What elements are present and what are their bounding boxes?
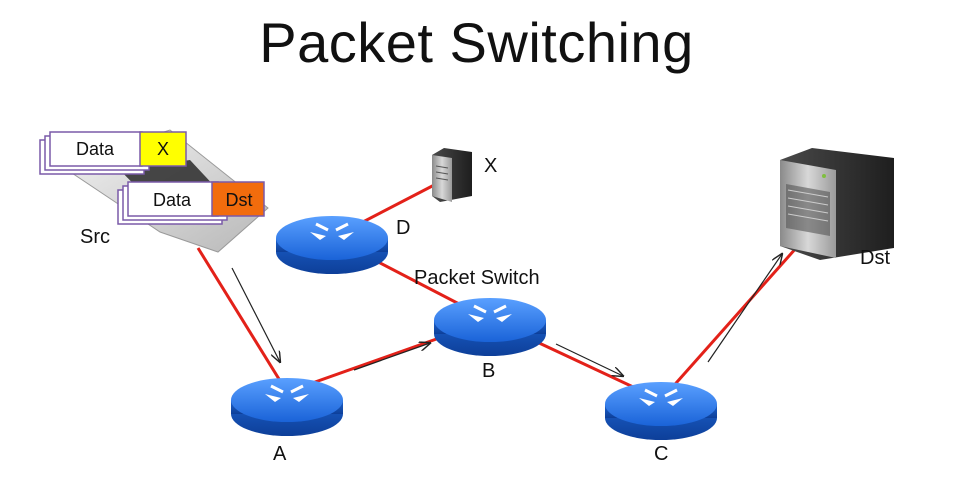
router-b-label: B [482,360,495,382]
arrow-b-to-c [555,343,623,376]
router-c-icon [605,382,717,440]
packet-dest-label: X [157,139,169,159]
arrow-src-to-a [231,267,280,362]
dst-label: Dst [860,247,890,269]
link-src-a [196,247,289,393]
arrow-a-to-b [353,343,430,371]
packet-dest-label: Dst [226,190,253,210]
arrow-c-to-dst [707,254,782,363]
router-a-label: A [273,443,287,465]
server-dst-icon [780,148,894,260]
router-a-icon [231,378,343,436]
packet-header-x [139,131,187,167]
router-c-label: C [654,443,668,465]
router-b-icon [434,298,546,356]
packet-header-dst [211,181,265,217]
src-label: Src [80,226,110,248]
router-d-label: D [396,217,410,239]
packet-switch-label: Packet Switch [414,267,540,289]
packet-data-label: Data [76,139,115,159]
x-label: X [484,155,497,177]
router-d-icon [276,216,388,274]
links [196,180,807,402]
slide-title: Packet Switching [259,11,694,74]
packet-to-x: Data X [39,131,187,175]
link-c-dst [659,237,807,401]
flow-arrows [231,254,782,376]
server-x-icon [432,148,472,202]
packet-data-label: Data [153,190,192,210]
packet-to-dst: Data Dst [117,181,265,225]
